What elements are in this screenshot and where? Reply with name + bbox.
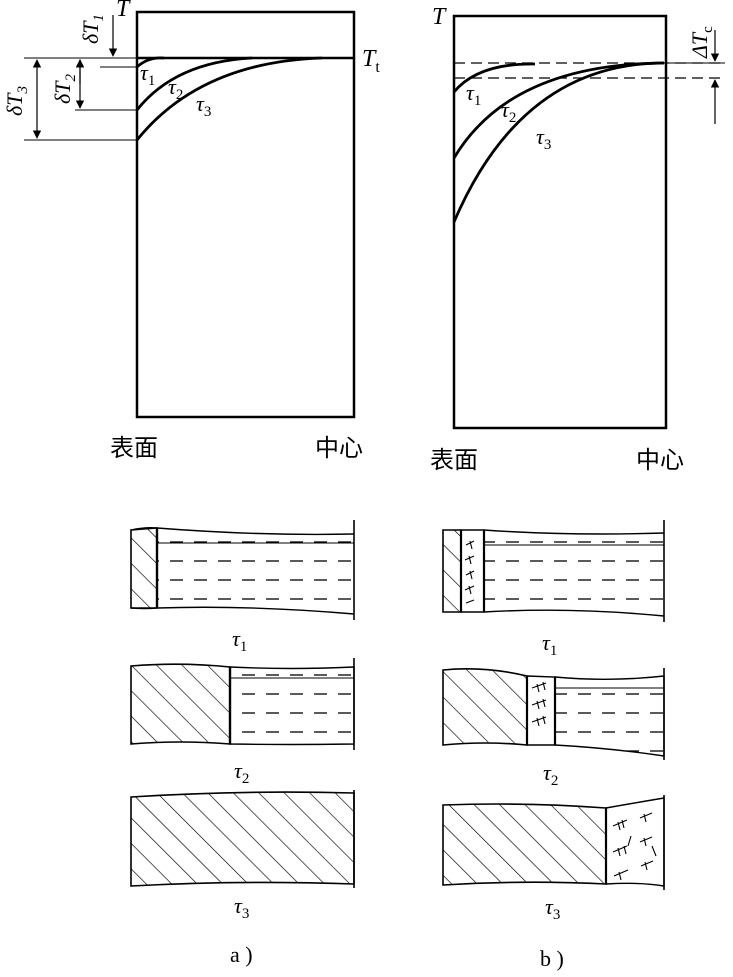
- surface-label-a: 表面: [110, 434, 158, 462]
- dTc-label: ΔTc: [687, 26, 716, 59]
- curve-tau2-a: [135, 56, 253, 111]
- slab-a-tau1: [130, 520, 355, 620]
- solid-body: [130, 791, 355, 887]
- curve-tau1-a: [136, 56, 165, 69]
- slab-b-tau1: [442, 520, 665, 622]
- dT1-label: δT1: [78, 14, 107, 44]
- caption-b: b ): [540, 946, 564, 971]
- dendrite-marks: [612, 812, 657, 881]
- curve-tau3-a: [135, 56, 323, 141]
- dT3-label: δT3: [2, 86, 31, 116]
- slab-a-tau3: [130, 790, 355, 888]
- tau3-label-b: τ3: [536, 124, 551, 153]
- liquid-region: [229, 666, 355, 746]
- stage-label-a1: τ1: [232, 626, 247, 655]
- panel-b-graph: T ΔTc τ1 τ2 τ3 表面 中心: [430, 4, 725, 474]
- dendrite-marks: [531, 681, 547, 727]
- stage-label-b3: τ3: [545, 894, 560, 923]
- slab-outline: [130, 527, 355, 615]
- tau1-label-b: τ1: [466, 80, 481, 109]
- panel-a-frame: [135, 10, 356, 419]
- caption-a: a ): [230, 942, 253, 967]
- stage-label-b1: τ1: [542, 630, 557, 659]
- solid-shell: [442, 529, 462, 613]
- dT2-label: δT2: [50, 74, 79, 104]
- dendrite-marks: [464, 540, 475, 604]
- mushy-zone: [526, 675, 556, 746]
- slab-a-tau2: [130, 658, 355, 750]
- tau2-label-b: τ2: [501, 97, 516, 126]
- curve-tau2-b: [452, 61, 665, 159]
- stage-label-a2: τ2: [234, 758, 249, 787]
- panel-a-graph: T Tt δT1 δT2 δT3 τ1 τ2 τ3 表面 中心: [2, 0, 380, 462]
- curve-tau3-b: [452, 61, 665, 223]
- axis-T-label-b: T: [432, 4, 447, 30]
- solid-shell: [442, 803, 607, 886]
- slab-b-tau3: [442, 795, 665, 890]
- surface-label-b: 表面: [430, 446, 478, 474]
- tau3-label-a: τ3: [196, 91, 211, 120]
- liquid-region: [484, 530, 664, 616]
- liquidus-label-a: Tt: [362, 46, 380, 76]
- center-label-a: 中心: [315, 434, 363, 462]
- stage-label-b2: τ2: [543, 760, 558, 789]
- tau2-label-a: τ2: [168, 74, 183, 103]
- panel-b-sections: τ1 τ2 τ3 b ): [442, 520, 665, 971]
- solid-shell: [130, 527, 158, 609]
- solid-shell: [442, 668, 528, 746]
- panel-a-sections: τ1 τ2 τ3 a ): [130, 520, 355, 967]
- center-label-b: 中心: [636, 446, 684, 474]
- slab-outline: [483, 529, 665, 617]
- slab-b-tau2: [442, 668, 665, 760]
- curve-tau1-b: [452, 62, 536, 93]
- stage-label-a3: τ3: [234, 893, 249, 922]
- liquid-region: [157, 530, 354, 614]
- mushy-zone: [605, 797, 665, 887]
- tau1-label-a: τ1: [140, 60, 155, 89]
- solid-shell: [130, 663, 231, 745]
- axis-T-label-a: T: [116, 0, 131, 22]
